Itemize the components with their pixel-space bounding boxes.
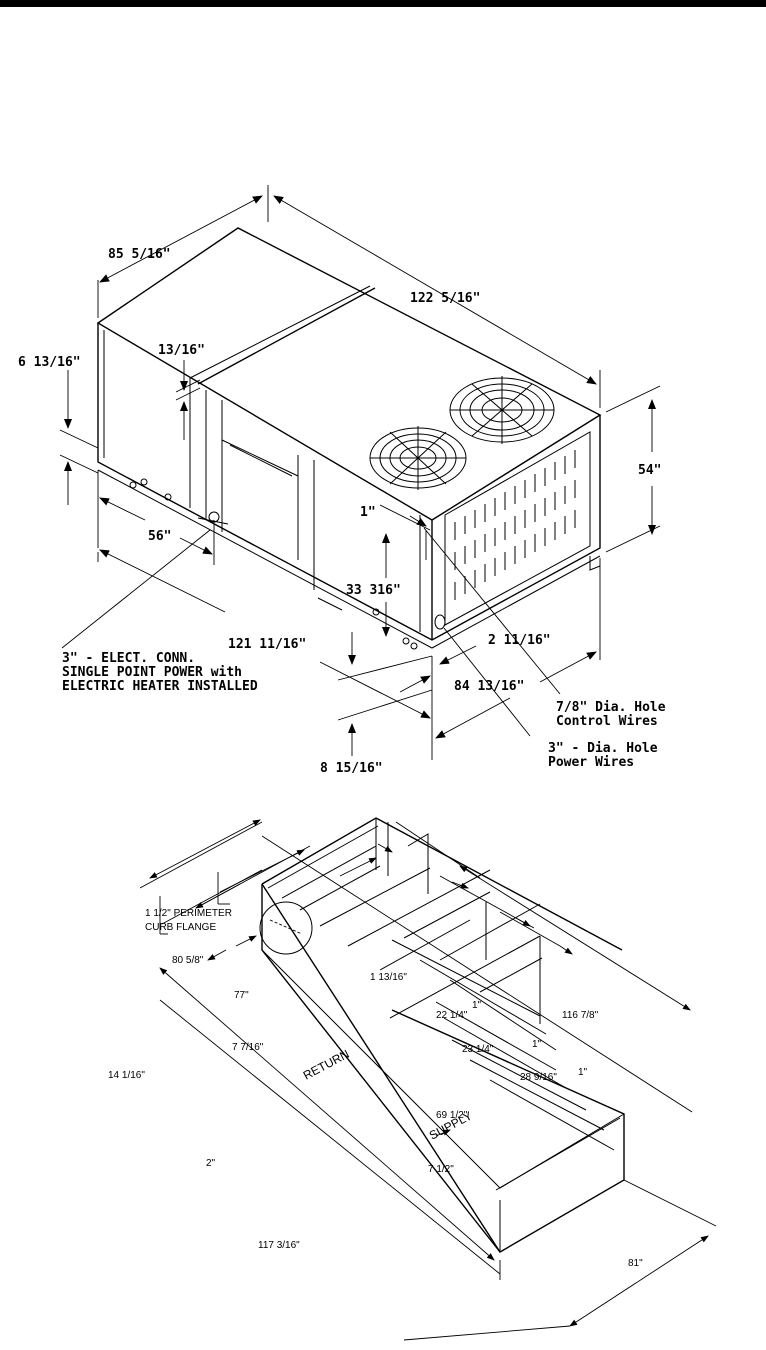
dim-84-13-16: 84 13/16" [454,679,524,694]
note-power-wires-line1: 3" - Dia. Hole [548,741,658,756]
dim-8-15-16: 8 15/16" [320,761,383,776]
note-elect-conn-line3: ELECTRIC HEATER INSTALLED [62,679,258,694]
curb-dim-22-1-4: 22 1/4" [436,1010,468,1021]
curb-dim-1-13-16: 1 13/16" [370,972,407,983]
curb-dim-1-a: 1" [472,1000,482,1011]
curb-dim-7-1-2: 7 1/2" [428,1164,454,1175]
curb-dim-80-5-8: 80 5/8" [172,955,204,966]
curb-title-line1: 1 1/2" PERIMETER [145,908,232,919]
note-control-wires-line2: Control Wires [556,714,658,729]
condenser-fan-2 [449,376,555,444]
curb-dim-69-1-2: 69 1/2" [436,1110,468,1121]
dim-121-11-16: 121 11/16" [228,637,306,652]
curb-frame [259,817,625,1253]
curb-dim-116-7-8: 116 7/8" [562,1010,599,1021]
curb-dim-28-9-16: 28 9/16" [520,1072,557,1083]
curb-dim-7-7-16: 7 7/16" [232,1042,264,1053]
curb-dim-77: 77" [234,990,249,1001]
curb-dim-1-b: 1" [532,1039,542,1050]
dimension-lines [59,185,661,760]
top-rule [0,0,766,7]
curb-dim-81: 81" [628,1258,643,1269]
dim-122-5-16: 122 5/16" [410,291,480,306]
dim-56: 56" [148,529,171,544]
dim-33-316: 33 316" [346,583,401,598]
dim-2-11-16: 2 11/16" [488,633,551,648]
note-control-wires-line1: 7/8" Dia. Hole [556,700,666,715]
curb-label-return: RETURN [301,1047,352,1083]
curb-dim-23-1-4: 23 1/4" [462,1044,494,1055]
roof-curb-drawing: 1 1/2" PERIMETER CURB FLANGE 80 5/8" 77"… [108,817,717,1341]
curb-dim-2: 2" [206,1158,216,1169]
dim-85-5-16: 85 5/16" [108,247,171,262]
note-elect-conn-line1: 3" - ELECT. CONN. [62,651,195,666]
curb-dim-14-1-16: 14 1/16" [108,1070,145,1081]
curb-title-line2: CURB FLANGE [145,922,216,933]
dim-13-16: 13/16" [158,343,205,358]
dim-6-13-16: 6 13/16" [18,355,81,370]
note-power-wires-line2: Power Wires [548,755,634,770]
condenser-fan-1 [369,426,467,490]
dim-54: 54" [638,463,661,478]
dim-1-inch: 1" [360,505,376,520]
rooftop-unit-drawing: 85 5/16" 122 5/16" 6 13/16" 13/16" 54" 5… [18,185,666,776]
curb-dim-1-c: 1" [578,1067,588,1078]
note-elect-conn-line2: SINGLE POINT POWER with [62,665,242,680]
curb-dim-117-3-16: 117 3/16" [258,1240,300,1251]
curb-dimension-lines [139,819,717,1341]
condenser-coil-grille [444,431,591,626]
